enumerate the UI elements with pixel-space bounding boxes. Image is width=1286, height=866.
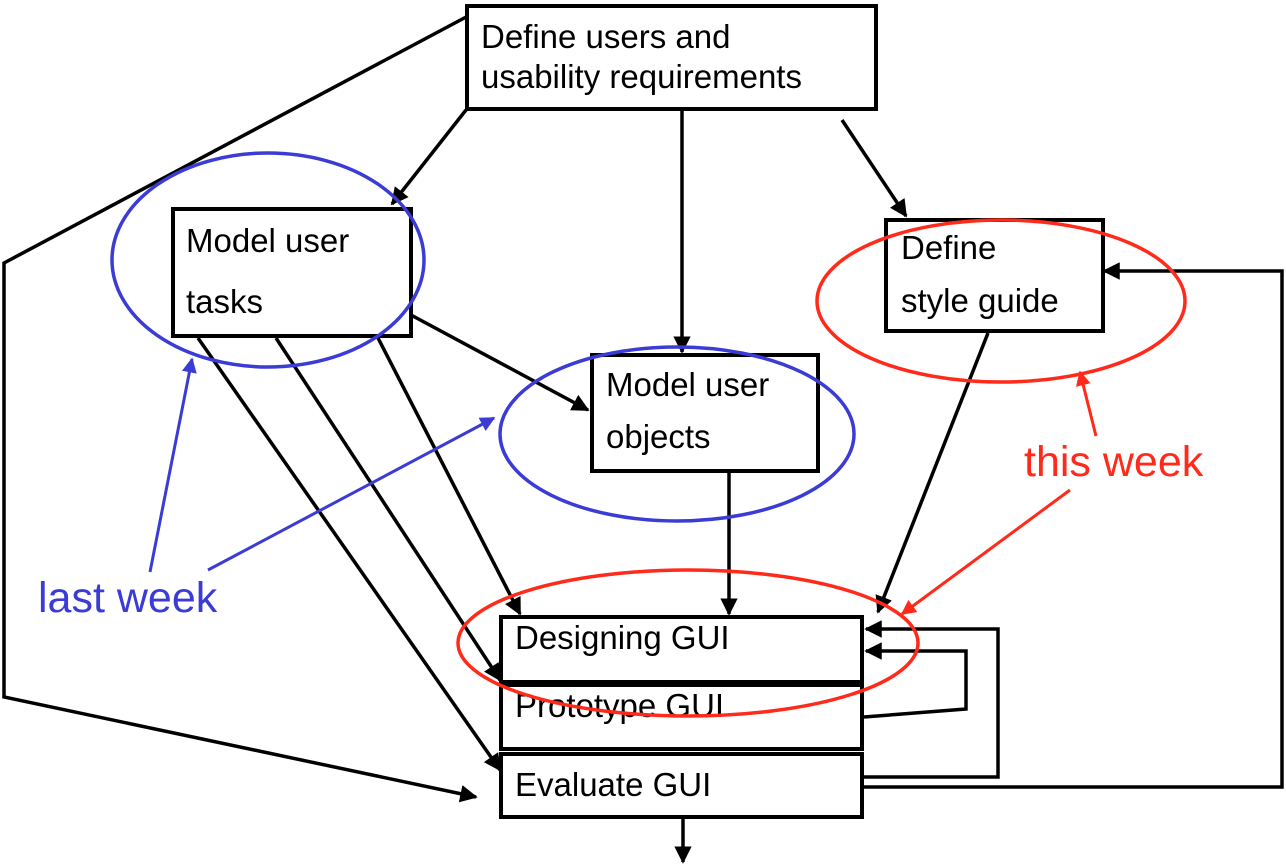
node-model-tasks: Model user tasks (171, 207, 413, 338)
evaluate-gui-label: Evaluate GUI (515, 766, 711, 803)
model-tasks-line1: Model user (186, 222, 349, 259)
define-style-line2: style guide (901, 282, 1059, 319)
highlights (110, 151, 1187, 718)
last-week-arrow-to-tasks (148, 357, 197, 573)
edges (2, 14, 1284, 864)
edge-tasks-to-prototype (274, 337, 502, 682)
this-week-label: this week (1024, 438, 1204, 486)
define-users-line2: usability requirements (481, 58, 802, 95)
edge-tasks-to-objects (410, 313, 590, 412)
last-week-label: last week (38, 574, 218, 622)
edge-evaluate-to-style (864, 262, 1284, 789)
node-define-style: Define style guide (884, 218, 1105, 333)
highlight-objects (498, 345, 856, 523)
prototype-gui-label: Prototype GUI (515, 687, 724, 724)
edge-requirements-to-evaluate (2, 14, 478, 803)
annotation-arrows (148, 357, 1098, 616)
last-week-arrow-to-objects (207, 416, 496, 572)
model-objects-line1: Model user (606, 366, 769, 403)
edge-evaluate-loop (864, 620, 1000, 779)
node-designing-gui: Designing GUI (499, 615, 864, 684)
node-model-objects: Model user objects (590, 353, 820, 473)
edge-tasks-to-evaluate (196, 336, 502, 772)
model-objects-line2: objects (606, 418, 711, 455)
designing-gui-label: Designing GUI (515, 619, 730, 656)
edge-tasks-to-designing (376, 337, 522, 616)
node-evaluate-gui: Evaluate GUI (499, 752, 864, 819)
highlight-tasks (110, 151, 426, 369)
model-tasks-line2: tasks (186, 283, 263, 320)
this-week-arrow-to-style (1075, 370, 1098, 437)
define-users-line1: Define users and (481, 18, 730, 55)
edge-requirements-to-style (840, 119, 908, 218)
define-style-line1: Define (901, 229, 996, 266)
this-week-arrow-to-designing (900, 488, 1071, 616)
highlight-designing (456, 568, 920, 718)
edge-requirements-to-tasks (390, 108, 468, 206)
node-define-users: Define users and usability requirements (465, 4, 878, 111)
highlight-style (815, 218, 1187, 384)
